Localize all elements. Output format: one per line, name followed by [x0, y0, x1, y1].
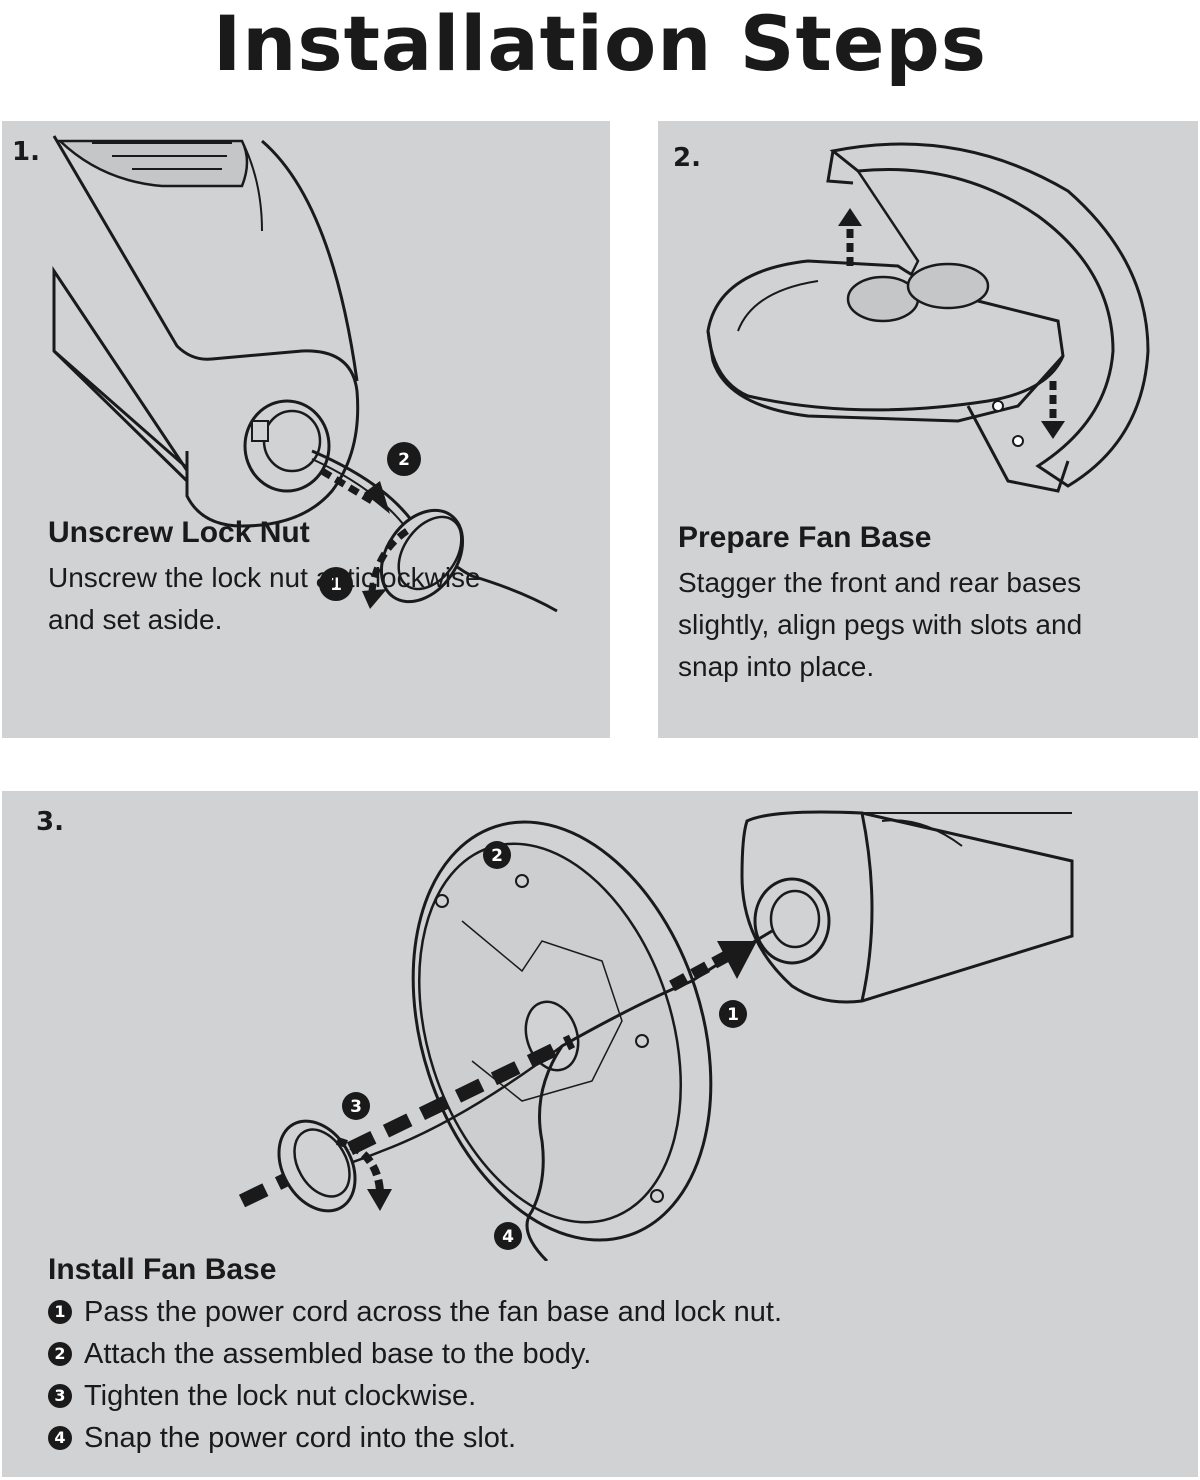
step-1-line: and set aside.: [48, 604, 223, 635]
instruction-text: Snap the power cord into the slot.: [84, 1422, 517, 1454]
step-1-line: Unscrew the lock nut anticlockwise: [48, 562, 481, 593]
callout-3: 3: [350, 1097, 362, 1117]
instruction-text: Tighten the lock nut clockwise.: [84, 1380, 477, 1412]
fan-base-illustration: [706, 142, 1150, 493]
step-2-line: snap into place.: [678, 651, 875, 682]
instruction-item: 2 Attach the assembled base to the body.: [48, 1333, 782, 1375]
callout-1: 1: [727, 1005, 739, 1025]
step-1-number: 1.: [12, 137, 40, 167]
step-3-panel: 3. 2 1 3: [2, 791, 1198, 1477]
step-1-heading: Unscrew Lock Nut: [48, 516, 310, 549]
step-1-panel: 1. 2 1 Unscrew Lock Nut Unscrew the l: [2, 121, 610, 738]
instruction-marker: 1: [48, 1300, 72, 1324]
step-2-description: Stagger the front and rear bases slightl…: [678, 562, 1082, 688]
step-2-heading: Prepare Fan Base: [678, 521, 932, 554]
step-2-number: 2.: [673, 143, 701, 173]
instruction-text: Attach the assembled base to the body.: [84, 1338, 592, 1370]
step-2-line: slightly, align pegs with slots and: [678, 609, 1083, 640]
step-3-heading: Install Fan Base: [48, 1253, 277, 1286]
step-2-panel: 2. Prepare Fan Base Stagger the front an…: [658, 121, 1198, 738]
step-2-line: Stagger the front and rear bases: [678, 567, 1082, 598]
instruction-marker: 3: [48, 1384, 72, 1408]
callout-2: 2: [398, 450, 410, 470]
callout-1: 1: [330, 575, 342, 595]
step-3-number: 3.: [36, 807, 64, 837]
instruction-marker: 2: [48, 1342, 72, 1366]
instruction-item: 1 Pass the power cord across the fan bas…: [48, 1291, 782, 1333]
page-title: Installation Steps: [212, 0, 988, 88]
instruction-item: 4 Snap the power cord into the slot.: [48, 1417, 782, 1459]
callout-2: 2: [491, 846, 503, 866]
instruction-text: Pass the power cord across the fan base …: [84, 1296, 783, 1328]
callout-4: 4: [502, 1227, 514, 1247]
step-3-instructions: 1 Pass the power cord across the fan bas…: [48, 1291, 782, 1459]
instruction-item: 3 Tighten the lock nut clockwise.: [48, 1375, 782, 1417]
instruction-marker: 4: [48, 1426, 72, 1450]
step-1-description: Unscrew the lock nut anticlockwise and s…: [48, 557, 481, 641]
lock-nut-illustration: 2 1: [52, 135, 558, 613]
install-base-illustration: 2 1 3 4: [238, 810, 1074, 1261]
